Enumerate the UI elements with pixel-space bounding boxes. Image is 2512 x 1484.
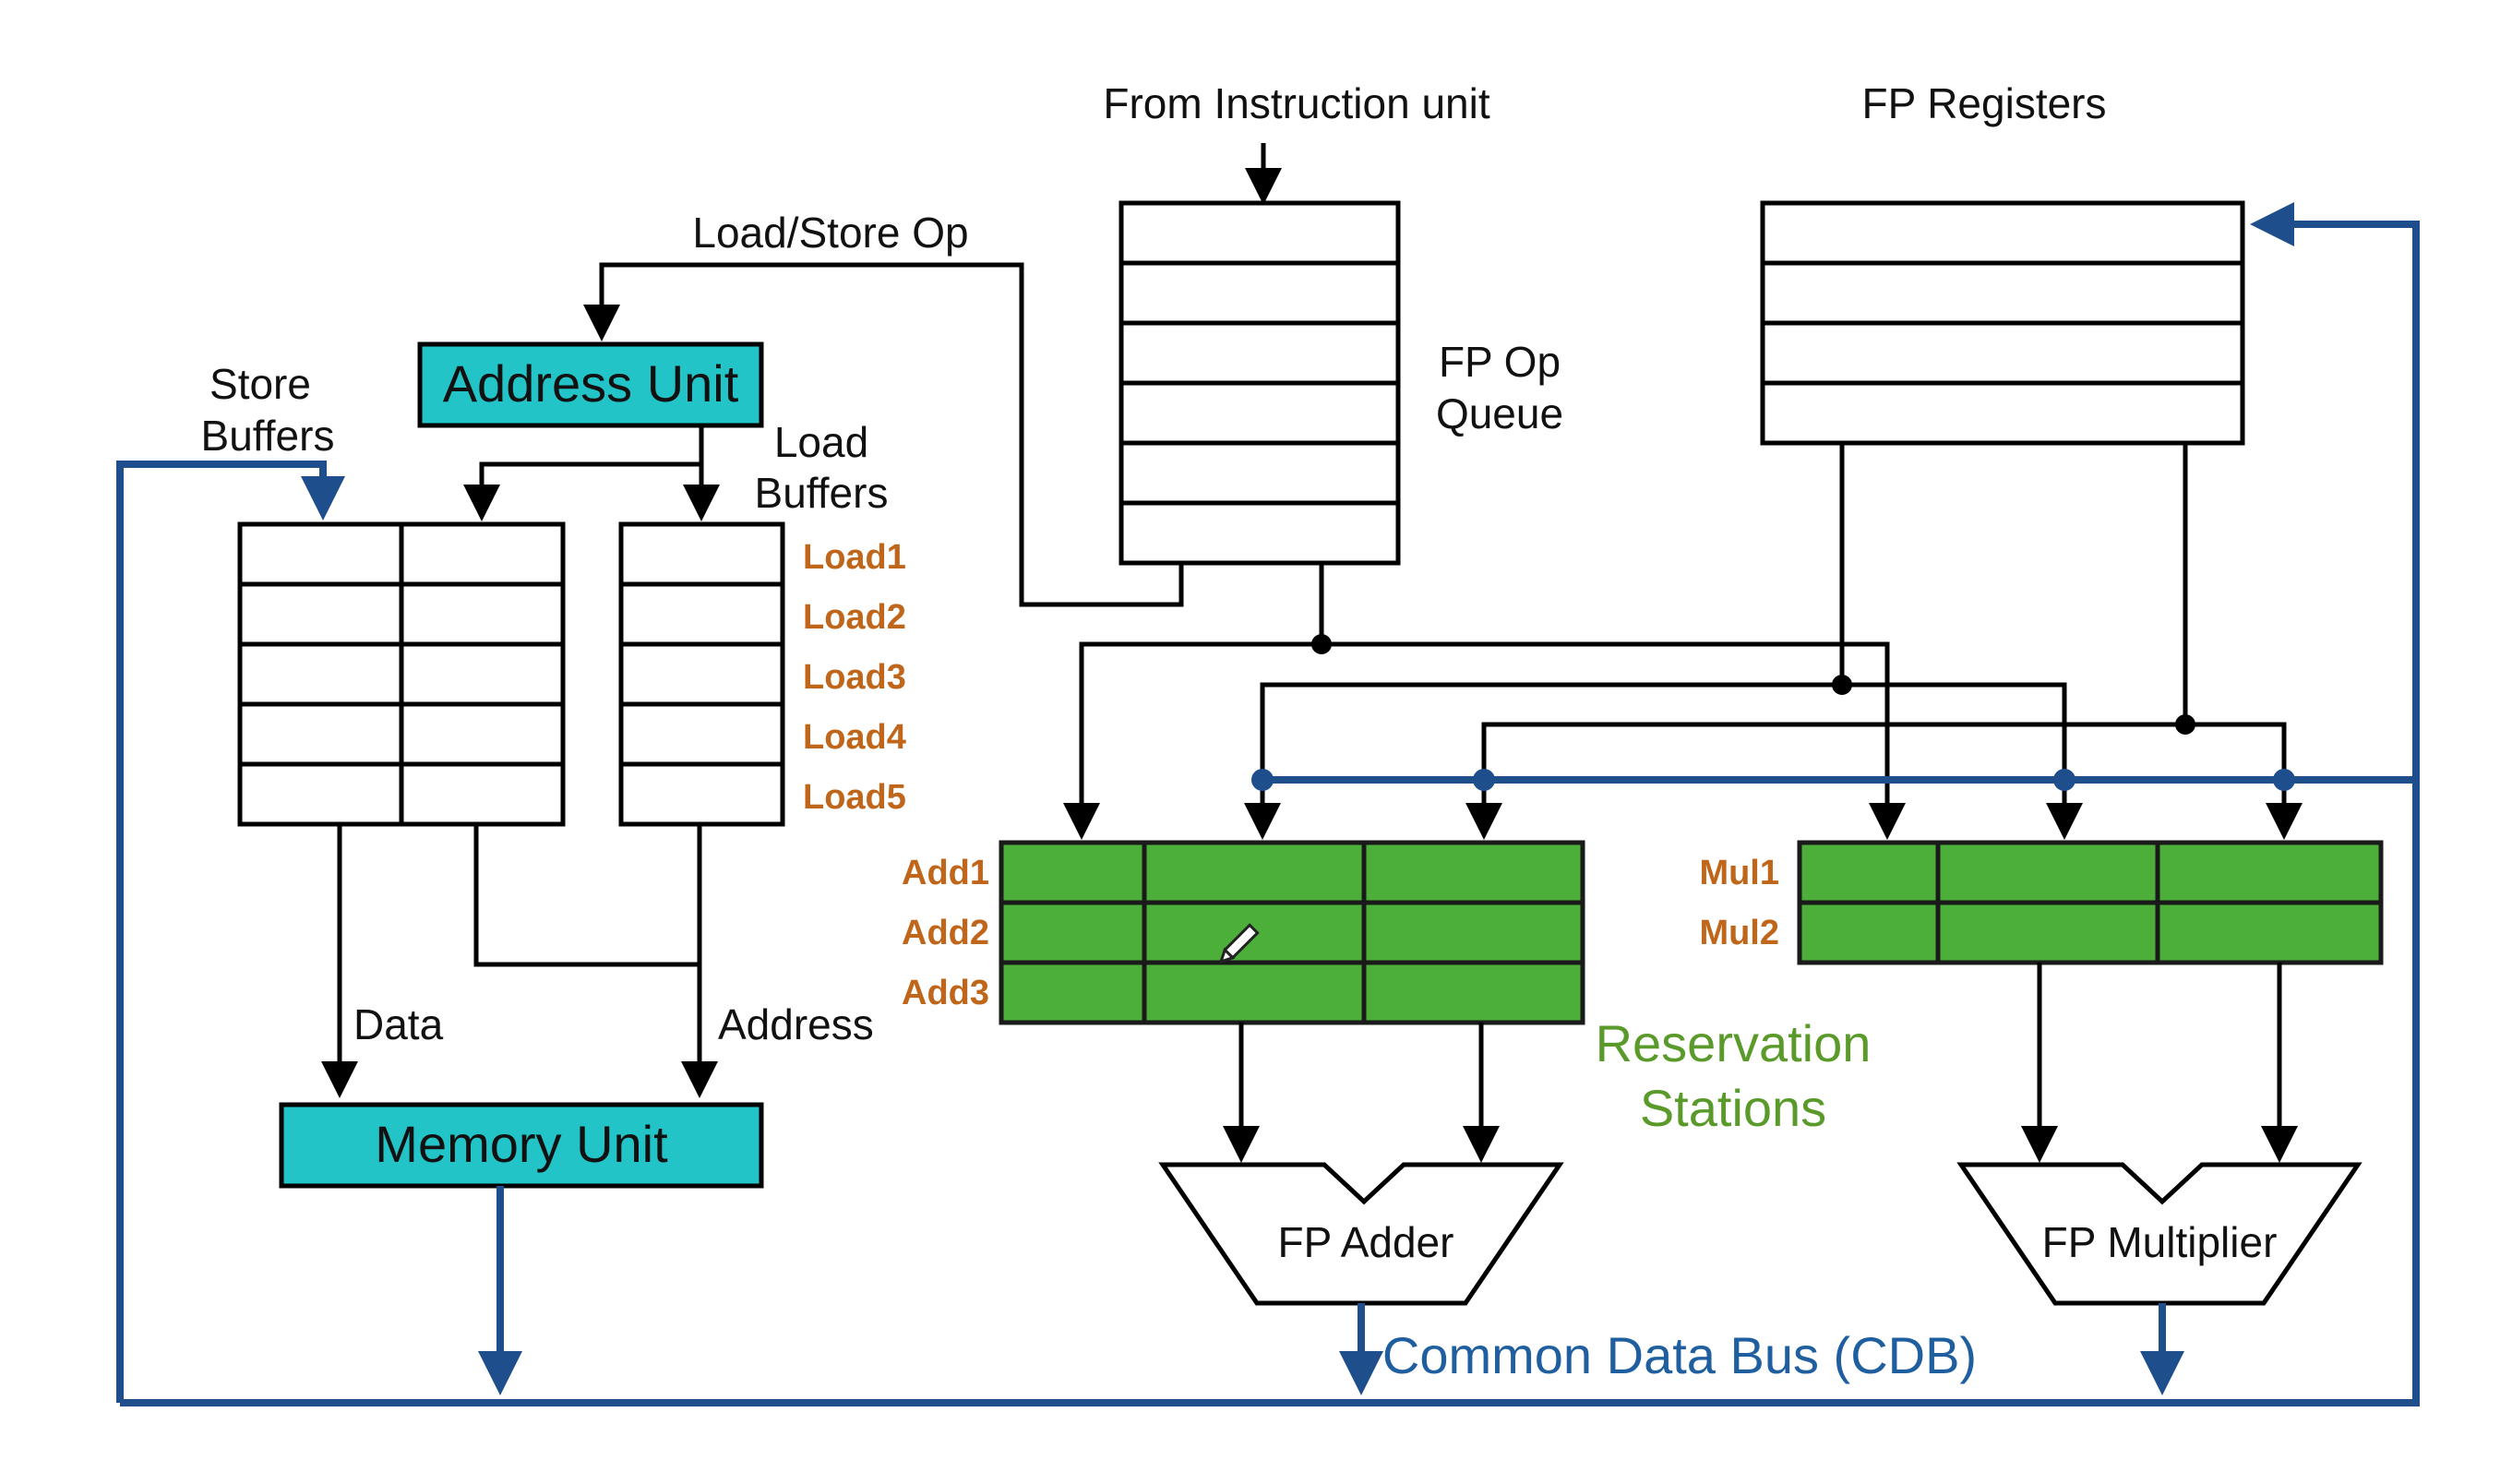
load-buffers-label-line2: Buffers — [755, 469, 889, 517]
adder-station-label-3: Add3 — [902, 974, 989, 1012]
reg-read2-junction — [2175, 714, 2195, 735]
adder-station-label-2: Add2 — [902, 914, 989, 952]
adder-reservation-stations — [999, 840, 1585, 1025]
adder-station-label-1: Add1 — [902, 854, 989, 892]
data-label: Data — [353, 1000, 444, 1048]
load-buffer-label-1: Load1 — [803, 538, 906, 577]
fp-multiplier-label: FP Multiplier — [2042, 1218, 2278, 1266]
fp-multiplier — [1956, 1162, 2362, 1306]
address-unit-label: Address Unit — [443, 354, 739, 413]
fp-op-queue — [1118, 200, 1401, 566]
memory-unit — [279, 1102, 764, 1189]
fp-registers-label: FP Registers — [1861, 79, 2106, 127]
common-data-bus-label: Common Data Bus (CDB) — [1382, 1326, 1977, 1384]
load-buffer-label-2: Load2 — [803, 598, 906, 637]
mul-station-label-1: Mul1 — [1699, 854, 1779, 892]
store-buffers-label-line1: Store — [209, 360, 311, 408]
fp-adder-label: FP Adder — [1278, 1218, 1454, 1266]
cdb-junction-add2 — [1473, 769, 1495, 791]
load-store-op-wire — [583, 262, 1184, 607]
memory-unit-label: Memory Unit — [375, 1115, 668, 1173]
reservation-stations-label-line1: Reservation — [1596, 1014, 1872, 1072]
store-buffers — [237, 521, 566, 827]
load-buffers-label-line1: Load — [774, 418, 868, 466]
load-buffer-label-3: Load3 — [803, 658, 906, 697]
store-buffers-label-line2: Buffers — [201, 412, 335, 460]
load-store-op-label: Load/Store Op — [692, 209, 968, 257]
fp-adder — [1158, 1162, 1564, 1306]
cdb-junction-mul1 — [2053, 769, 2075, 791]
load-buffer-label-5: Load5 — [803, 778, 906, 817]
op-junction — [1311, 634, 1332, 654]
address-unit — [417, 341, 764, 428]
cdb-junction-add1 — [1251, 769, 1274, 791]
address-label: Address — [718, 1000, 874, 1048]
load-buffer-label-4: Load4 — [803, 718, 906, 757]
load-buffers — [618, 521, 785, 827]
fp-registers — [1760, 200, 2245, 446]
address-to-buffers-wire — [463, 425, 704, 521]
fp-op-queue-label-line2: Queue — [1436, 389, 1563, 437]
reg-read1-wire — [1260, 682, 2083, 840]
from-instruction-unit-label: From Instruction unit — [1103, 79, 1489, 127]
fp-op-queue-label-line1: FP Op — [1439, 338, 1561, 386]
mul-station-label-2: Mul2 — [1699, 914, 1779, 952]
multiplier-reservation-stations — [1797, 840, 2384, 965]
op-to-adder-wire — [1063, 641, 1322, 840]
pencil-cursor-icon — [1218, 923, 1260, 964]
cdb-junction-mul2 — [2273, 769, 2295, 791]
reservation-stations-label-line2: Stations — [1640, 1079, 1826, 1137]
reg-read1-junction — [1832, 675, 1852, 695]
store-address-wire — [473, 824, 700, 967]
op-to-mul-wire — [1322, 641, 1906, 840]
common-data-bus — [116, 202, 2420, 1406]
